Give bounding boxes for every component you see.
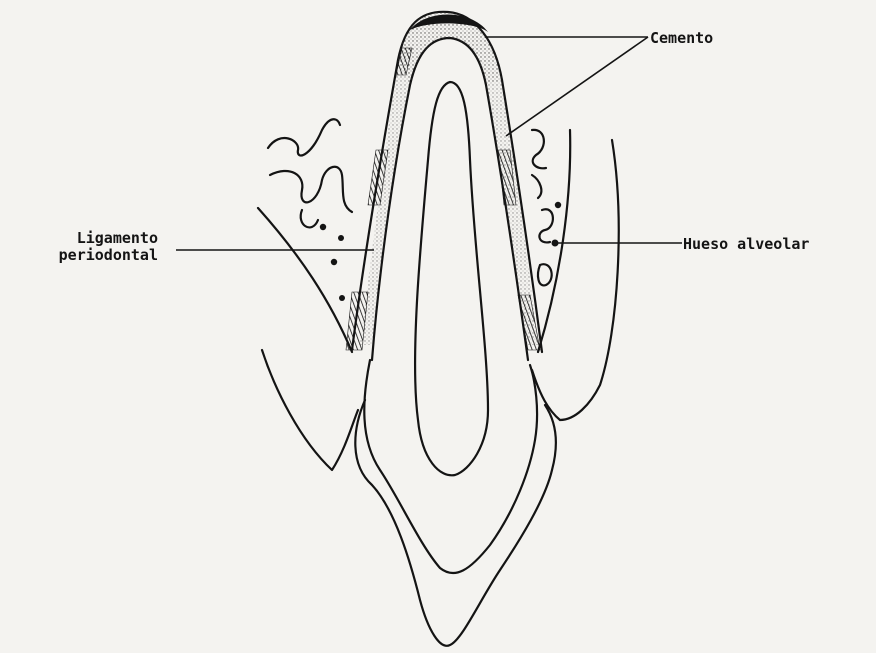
left-gingiva-lower	[262, 350, 358, 470]
ligamento-label-line2: periodontal	[8, 247, 158, 264]
hueso-alveolar-label: Hueso alveolar	[683, 236, 809, 253]
right-trabeculae	[532, 130, 553, 286]
crown-outer-outline	[355, 400, 556, 646]
right-gingiva-outer	[532, 140, 619, 420]
ligamento-label-line1: Ligamento	[8, 230, 158, 247]
left-gingiva-outline	[258, 208, 352, 352]
left-trabeculae	[268, 119, 352, 227]
ligamento-periodontal-label: Ligamento periodontal	[8, 230, 158, 264]
left-bone-dots	[320, 224, 345, 301]
cemento-label: Cemento	[650, 30, 713, 47]
crown-inner-outline	[364, 360, 537, 573]
right-bone-dots	[552, 202, 562, 247]
pulp-canal	[415, 82, 488, 475]
cementum-left-band	[360, 60, 410, 345]
cemento-leader-diagonal	[506, 37, 648, 136]
